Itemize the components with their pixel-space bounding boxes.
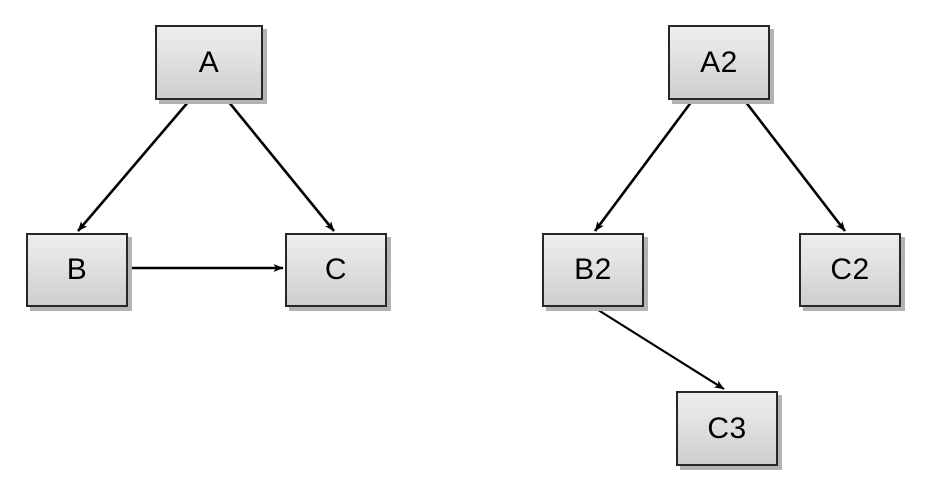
node-b2[interactable]: B2 xyxy=(542,233,644,307)
node-c[interactable]: C xyxy=(285,233,387,307)
edge-a2-to-b2 xyxy=(593,100,694,232)
node-c3-label: C3 xyxy=(707,411,747,445)
node-c-label: C xyxy=(324,253,348,286)
node-b-label: B xyxy=(66,253,88,286)
edge-a-to-c xyxy=(226,100,336,232)
node-a2-label: A2 xyxy=(700,45,738,79)
edge-b2-to-c3 xyxy=(594,307,725,390)
node-a-label: A xyxy=(198,45,220,79)
node-a[interactable]: A xyxy=(155,25,263,100)
edge-a2-to-c2 xyxy=(743,100,847,232)
node-c2[interactable]: C2 xyxy=(799,233,901,307)
node-b[interactable]: B xyxy=(26,233,128,307)
node-c2-label: C2 xyxy=(830,253,870,286)
node-c3[interactable]: C3 xyxy=(676,391,778,466)
node-a2[interactable]: A2 xyxy=(668,25,770,100)
edge-a-to-b xyxy=(77,100,190,232)
node-b2-label: B2 xyxy=(574,253,612,286)
